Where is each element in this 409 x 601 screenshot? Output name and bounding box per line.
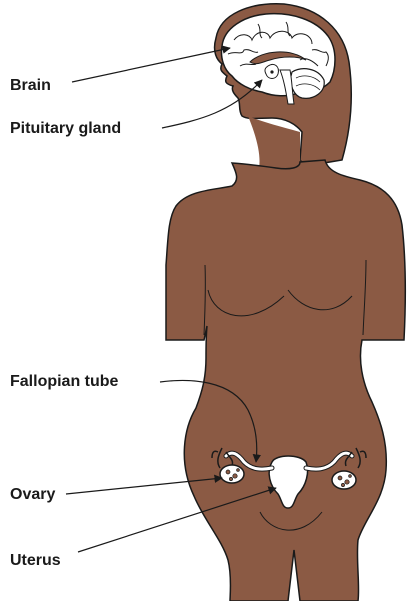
torso-silhouette — [166, 160, 405, 601]
uterus-label: Uterus — [10, 552, 61, 570]
cerebellum — [291, 69, 324, 99]
fallopian-tube-label: Fallopian tube — [10, 373, 118, 391]
pituitary-dot — [270, 70, 273, 73]
brain-label: Brain — [10, 77, 51, 95]
brain-pointer — [72, 48, 230, 82]
pituitary-gland-label: Pituitary gland — [10, 120, 121, 138]
ovary-label: Ovary — [10, 486, 55, 504]
